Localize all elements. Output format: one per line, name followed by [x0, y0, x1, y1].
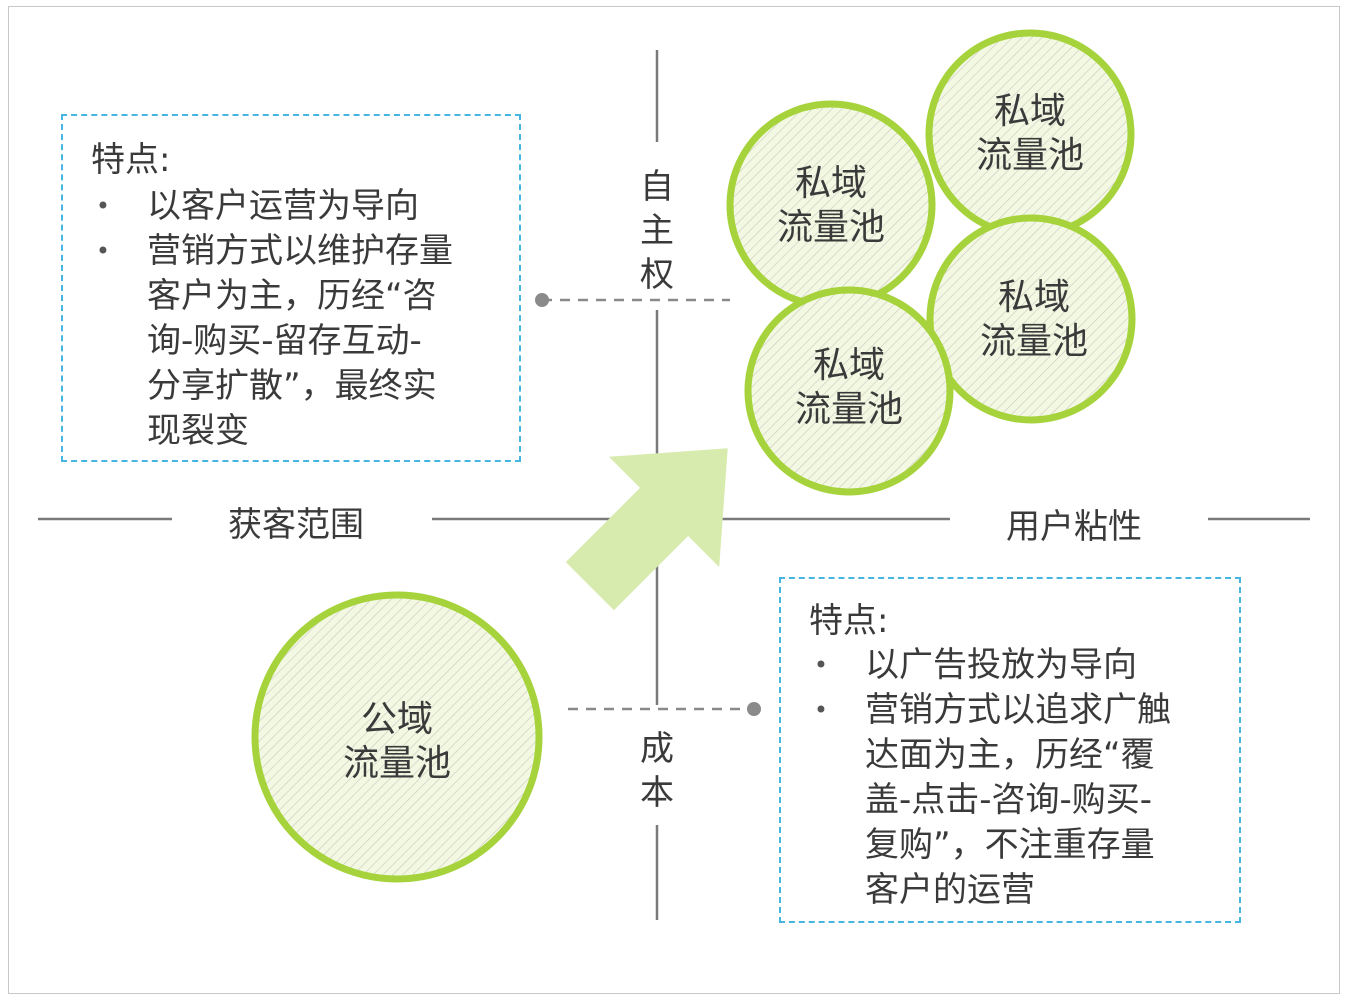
bullet-icon: •: [813, 696, 829, 724]
public-pool-label: 公域 流量池: [297, 698, 497, 786]
private-pool-label-1-line-2: 流量池: [776, 207, 885, 248]
list-item-line: 营销方式以追求广触: [865, 690, 1171, 730]
private-traffic-features-note: 特点: • 以客户运营为导向 • 营销方式以维护存量 客户为主，历经“咨 询-购…: [61, 114, 521, 462]
list-item: • 以客户运营为导向: [91, 184, 453, 229]
axis-label-autonomy-text: 自主权: [640, 167, 674, 295]
axis-label-cost-text: 成本: [640, 729, 674, 813]
private-pool-label-2-line-1: 私域: [993, 91, 1066, 132]
list-item-line: 分享扩散”，最终实: [147, 366, 437, 406]
list-item-line: 营销方式以维护存量: [147, 231, 453, 271]
private-pool-label-3: 私域 流量池: [934, 276, 1134, 364]
list-item: • 营销方式以追求广触 达面为主，历经“覆 盖-点击-咨询-购买- 复购”，不注…: [809, 688, 1171, 913]
private-pool-circle-4: [744, 286, 954, 496]
list-item-line: 客户为主，历经“咨: [147, 276, 437, 316]
public-pool-label-line-2: 流量池: [342, 743, 451, 784]
axis-label-cost: 成本: [637, 727, 677, 815]
note-title: 特点:: [809, 601, 889, 641]
list-item-line: 询-购买-留存互动-: [147, 321, 422, 361]
bullet-icon: •: [95, 237, 111, 265]
list-item-line: 以客户运营为导向: [147, 186, 419, 226]
bottom-note-connector-dot: [747, 702, 761, 716]
private-pool-label-4-line-2: 流量池: [794, 389, 903, 430]
private-pool-label-3-line-2: 流量池: [979, 321, 1088, 362]
public-pool-label-line-1: 公域: [360, 699, 433, 740]
diagram-frame: [8, 6, 1340, 994]
list-item-line: 客户的运营: [865, 870, 1035, 910]
feature-list: • 以客户运营为导向 • 营销方式以维护存量 客户为主，历经“咨 询-购买-留存…: [91, 184, 453, 454]
growth-arrow: [565, 448, 728, 611]
private-pool-label-2-line-2: 流量池: [975, 135, 1084, 176]
private-pool-circle-3: [926, 214, 1136, 424]
list-item: • 营销方式以维护存量 客户为主，历经“咨 询-购买-留存互动- 分享扩散”，最…: [91, 229, 453, 454]
public-traffic-features-note: 特点: • 以广告投放为导向 • 营销方式以追求广触 达面为主，历经“覆 盖-点…: [779, 577, 1241, 923]
bullet-icon: •: [95, 192, 111, 220]
private-pool-label-4-line-1: 私域: [812, 345, 885, 386]
private-pool-label-3-line-1: 私域: [997, 277, 1070, 318]
top-note-connector-dot: [535, 293, 549, 307]
public-pool-circle: [251, 591, 543, 883]
list-item-line: 现裂变: [147, 411, 249, 451]
list-item-line: 盖-点击-咨询-购买-: [865, 780, 1153, 820]
note-title: 特点:: [91, 140, 171, 180]
list-item-line: 达面为主，历经“覆: [865, 735, 1155, 775]
axis-label-autonomy: 自主权: [637, 165, 677, 297]
list-item: • 以广告投放为导向: [809, 643, 1171, 688]
private-pool-label-2: 私域 流量池: [930, 90, 1130, 178]
private-pool-label-1-line-1: 私域: [794, 163, 867, 204]
list-item-line: 以广告投放为导向: [865, 645, 1137, 685]
bullet-icon: •: [813, 651, 829, 679]
axis-label-user-stickiness: 用户粘性: [1006, 499, 1142, 548]
private-pool-label-1: 私域 流量池: [731, 162, 931, 250]
axis-label-acquisition-range: 获客范围: [228, 497, 364, 546]
list-item-line: 复购”，不注重存量: [865, 825, 1155, 865]
feature-list: • 以广告投放为导向 • 营销方式以追求广触 达面为主，历经“覆 盖-点击-咨询…: [809, 643, 1171, 913]
private-pool-label-4: 私域 流量池: [749, 344, 949, 432]
